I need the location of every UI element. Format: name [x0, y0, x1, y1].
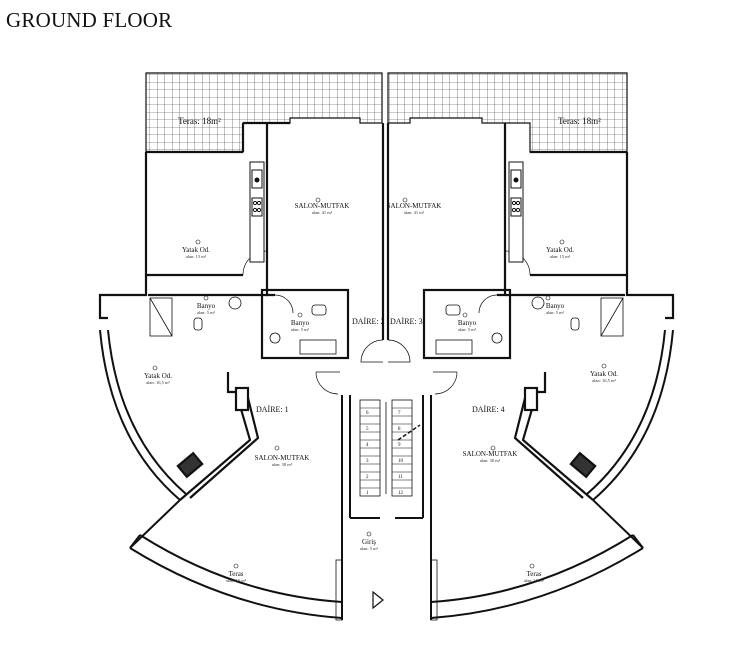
room-markers: [152, 197, 607, 569]
stair-step-10: 10: [398, 459, 404, 464]
stair-step-12: 12: [398, 491, 404, 496]
room-yatak-1-area: alan: 16,5 m²: [146, 380, 170, 386]
room-banyo-3: Banyo: [458, 319, 477, 327]
stair-treads: [360, 407, 412, 489]
room-yatak-3-area: alan: 15 m²: [550, 254, 571, 259]
room-banyo-1: Banyo: [197, 302, 216, 310]
room-banyo-4: Banyo: [546, 302, 565, 310]
stair-step-1: 1: [366, 491, 369, 496]
room-teras-1: Teras: [228, 570, 243, 578]
stair-step-4: 4: [366, 443, 369, 448]
terrace-top-left-label: Teras: 18m²: [178, 116, 221, 126]
diagonal-walls: [176, 386, 597, 501]
daire-3-label: DAİRE: 3: [390, 317, 423, 326]
stair-step-2: 2: [366, 475, 369, 480]
room-banyo-1-area: alan: 5 m²: [197, 310, 216, 315]
stair-step-5: 5: [366, 427, 369, 432]
daire-1-label: DAİRE: 1: [256, 405, 289, 414]
room-giris: Giriş: [362, 538, 376, 546]
page-title: GROUND FLOOR: [6, 8, 173, 32]
room-yatak-4: Yatak Od.: [590, 370, 618, 378]
room-giris-area: alan: 5 m²: [360, 546, 379, 551]
exterior-walls: [98, 121, 675, 394]
room-yatak-2: Yatak Od.: [182, 246, 210, 254]
daire-4-label: DAİRE: 4: [472, 405, 505, 414]
stair-core: [335, 395, 438, 621]
terrace-top-right-label: Teras: 18m²: [558, 116, 601, 126]
terrace-top-left: [145, 72, 383, 153]
curved-facade-left: [99, 329, 343, 619]
stair-step-11: 11: [398, 475, 403, 480]
room-yatak-2-area: alan: 15 m²: [186, 254, 207, 259]
room-salon-mutfak-2: SALON-MUTFAK: [295, 202, 350, 210]
room-yatak-4-area: alan: 16,5 m²: [592, 378, 616, 384]
stair-step-8: 8: [398, 427, 401, 432]
room-salon-mutfak-3: SALON-MUTFAK: [387, 202, 442, 210]
room-salon-mutfak-1: SALON-MUTFAK: [255, 454, 310, 462]
room-banyo-2-area: alan: 5 m²: [291, 327, 310, 332]
kitchen-counters: [249, 161, 524, 263]
room-salon-mutfak-1-area: alan: 30 m²: [272, 462, 293, 467]
terrace-top-right: [387, 72, 628, 153]
curved-facade-right: [430, 329, 674, 619]
door-swings: [242, 250, 531, 395]
stair-step-6: 6: [366, 411, 369, 416]
room-salon-mutfak-4-area: alan: 30 m²: [480, 458, 501, 463]
room-salon-mutfak-3-area: alan: 41 m²: [404, 210, 425, 215]
room-yatak-3: Yatak Od.: [546, 246, 574, 254]
room-salon-mutfak-4: SALON-MUTFAK: [463, 450, 518, 458]
room-teras-4: Teras: [526, 570, 541, 578]
room-banyo-3-area: alan: 5 m²: [458, 327, 477, 332]
stair-step-7: 7: [398, 411, 401, 416]
room-yatak-1: Yatak Od.: [144, 372, 172, 380]
room-banyo-2: Banyo: [291, 319, 310, 327]
daire-2-label: DAİRE: 2: [352, 317, 385, 326]
bathroom-fixtures: [149, 296, 624, 355]
room-salon-mutfak-2-area: alan: 41 m²: [312, 210, 333, 215]
stair-step-3: 3: [366, 459, 369, 464]
stair-step-9: 9: [398, 443, 401, 448]
room-teras-4-area: alan: 10 m²: [524, 578, 545, 583]
room-teras-1-area: alan: 10 m²: [226, 578, 247, 583]
room-banyo-4-area: alan: 5 m²: [546, 310, 565, 315]
